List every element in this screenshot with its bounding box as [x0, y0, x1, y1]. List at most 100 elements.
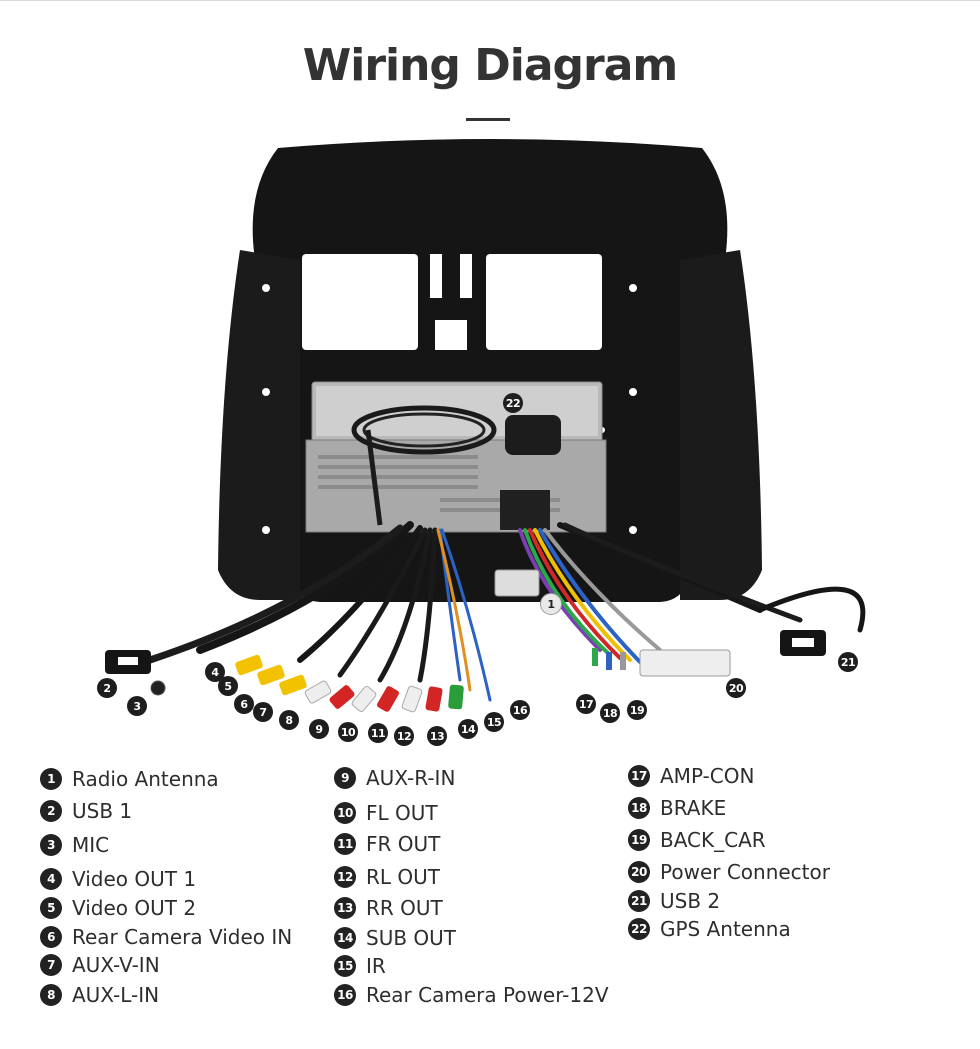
legend-badge-15: 15	[334, 955, 356, 977]
callout-17: 17	[576, 694, 596, 714]
title-underline	[466, 118, 510, 121]
legend-badge-8: 8	[40, 984, 62, 1006]
legend-item-22: 22 GPS Antenna	[628, 916, 791, 942]
legend-item-3: 3 MIC	[40, 832, 109, 858]
legend-label-8: AUX-L-IN	[72, 983, 160, 1007]
legend-label-13: RR OUT	[366, 896, 443, 920]
callout-16: 16	[510, 700, 530, 720]
frame-slot-1	[430, 254, 442, 298]
legend-label-19: BACK_CAR	[660, 828, 766, 852]
callout-19: 19	[627, 700, 647, 720]
legend-badge-2: 2	[40, 800, 62, 822]
legend-item-8: 8 AUX-L-IN	[40, 982, 159, 1008]
callout-6: 6	[234, 694, 254, 714]
callout-9: 9	[309, 719, 329, 739]
callout-21: 21	[838, 652, 858, 672]
frame-inner-left	[218, 250, 300, 600]
legend-label-10: FL OUT	[366, 801, 438, 825]
legend-badge-1: 1	[40, 768, 62, 790]
callout-22: 22	[503, 393, 523, 413]
legend-label-1: Radio Antenna	[72, 767, 219, 791]
legend-label-9: AUX-R-IN	[366, 766, 456, 790]
legend-badge-22: 22	[628, 918, 650, 940]
wiring-diagram-illustration	[105, 139, 866, 713]
legend-badge-6: 6	[40, 926, 62, 948]
mounting-frame	[252, 139, 728, 602]
radio-antenna-cable	[365, 429, 383, 526]
harness-plug	[500, 490, 550, 530]
legend-item-18: 18 BRAKE	[628, 795, 726, 821]
legend-badge-13: 13	[334, 897, 356, 919]
legend-label-16: Rear Camera Power-12V	[366, 983, 609, 1007]
legend-label-6: Rear Camera Video IN	[72, 925, 293, 949]
callout-7: 7	[253, 702, 273, 722]
legend-badge-21: 21	[628, 890, 650, 912]
legend-item-5: 5 Video OUT 2	[40, 895, 196, 921]
legend-label-12: RL OUT	[366, 865, 440, 889]
legend-label-21: USB 2	[660, 889, 721, 913]
legend-label-7: AUX-V-IN	[72, 953, 160, 977]
legend-badge-17: 17	[628, 765, 650, 787]
legend-label-3: MIC	[72, 833, 110, 857]
legend-badge-20: 20	[628, 861, 650, 883]
legend-item-12: 12 RL OUT	[334, 864, 440, 890]
power-connector	[639, 649, 731, 677]
callout-18: 18	[600, 703, 620, 723]
legend-badge-16: 16	[334, 984, 356, 1006]
legend-item-2: 2 USB 1	[40, 798, 132, 824]
wiring-diagram: 22 1 2 3 4 5 6 7 8 9 10 11 12 13 14 15 1…	[0, 130, 980, 746]
legend-label-17: AMP-CON	[660, 764, 755, 788]
callout-14: 14	[458, 719, 478, 739]
legend-badge-12: 12	[334, 866, 356, 888]
callout-3: 3	[127, 696, 147, 716]
callout-8: 8	[279, 710, 299, 730]
legend-badge-9: 9	[334, 767, 356, 789]
legend-item-15: 15 IR	[334, 953, 386, 979]
legend-label-20: Power Connector	[660, 860, 830, 884]
callout-4: 4	[205, 662, 225, 682]
legend-item-11: 11 FR OUT	[334, 831, 440, 857]
legend-badge-3: 3	[40, 834, 62, 856]
callout-11: 11	[368, 723, 388, 743]
callout-12: 12	[394, 726, 414, 746]
frame-slot-3	[435, 320, 467, 350]
legend-badge-14: 14	[334, 927, 356, 949]
legend-badge-7: 7	[40, 954, 62, 976]
legend-label-18: BRAKE	[660, 796, 727, 820]
callout-2: 2	[97, 678, 117, 698]
legend-label-22: GPS Antenna	[660, 917, 791, 941]
callout-5: 5	[218, 676, 238, 696]
legend-item-16: 16 Rear Camera Power-12V	[334, 982, 609, 1008]
legend-item-6: 6 Rear Camera Video IN	[40, 924, 292, 950]
legend-label-4: Video OUT 1	[72, 867, 197, 891]
frame-inner-right	[680, 250, 762, 600]
wire-tips	[592, 648, 626, 670]
page-title: Wiring Diagram	[302, 40, 679, 91]
legend-label-2: USB 1	[72, 799, 133, 823]
legend-badge-19: 19	[628, 829, 650, 851]
legend-label-5: Video OUT 2	[72, 896, 197, 920]
legend-label-14: SUB OUT	[366, 926, 457, 950]
legend-item-7: 7 AUX-V-IN	[40, 952, 160, 978]
callout-1: 1	[540, 593, 562, 615]
gps-antenna-puck	[505, 415, 561, 455]
legend-item-13: 13 RR OUT	[334, 895, 443, 921]
frame-opening-right	[486, 254, 602, 350]
legend-item-9: 9 AUX-R-IN	[334, 765, 455, 791]
legend-badge-18: 18	[628, 797, 650, 819]
frame-opening-left	[302, 254, 418, 350]
legend-label-11: FR OUT	[366, 832, 441, 856]
legend-label-15: IR	[366, 954, 386, 978]
legend-badge-4: 4	[40, 868, 62, 890]
legend-item-17: 17 AMP-CON	[628, 763, 754, 789]
harness-white-plug	[494, 569, 540, 597]
callout-20: 20	[726, 678, 746, 698]
gps-cable-coil	[351, 405, 497, 455]
legend-item-1: 1 Radio Antenna	[40, 766, 219, 792]
legend-item-10: 10 FL OUT	[334, 800, 438, 826]
top-divider	[0, 0, 980, 1]
legend-item-4: 4 Video OUT 1	[40, 866, 196, 892]
legend-badge-10: 10	[334, 802, 356, 824]
callout-15: 15	[484, 712, 504, 732]
frame-slot-2	[460, 254, 472, 298]
